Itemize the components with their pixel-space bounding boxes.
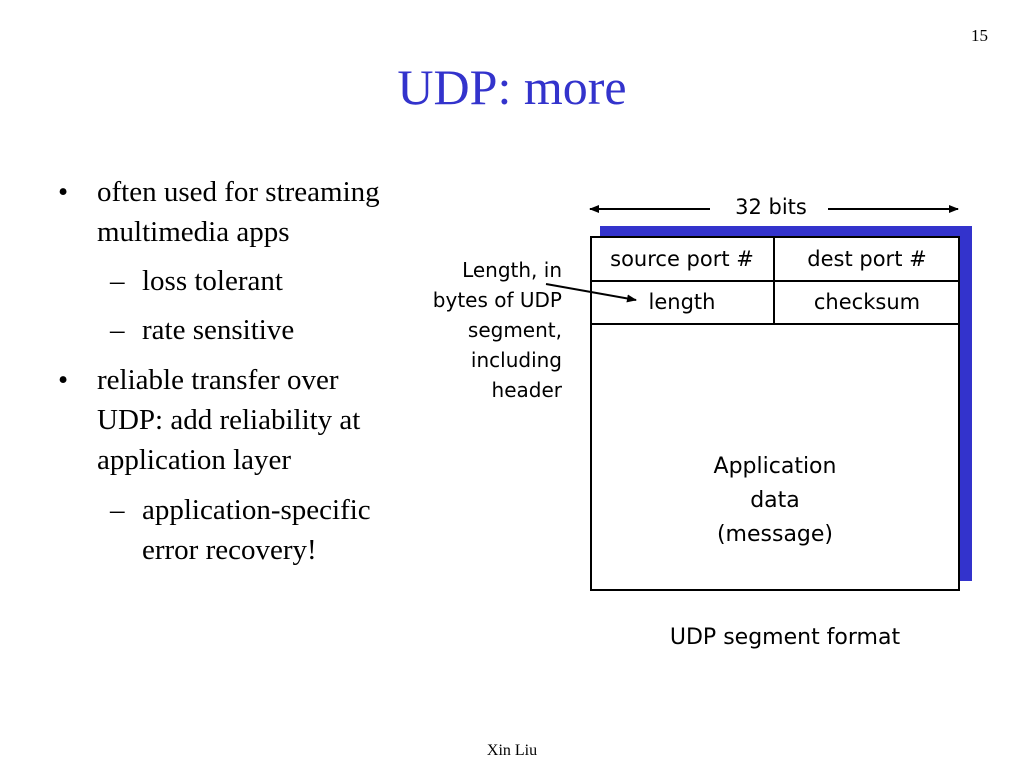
bullet-dot-icon: • [58,364,69,396]
bullet-text-line: often used for streaming [97,176,380,208]
slide-title: UDP: more [397,59,627,115]
application-data: Application data (message) [590,450,960,552]
dash-icon: – [110,314,125,346]
annotation-line: including [470,348,562,372]
annotation-line: header [491,378,562,402]
bullet-list: • often used for streaming multimedia ap… [52,172,442,570]
sub-bullet-item: – rate sensitive [52,310,442,350]
payload-line: data [750,488,800,513]
dest-port-field: dest port # [807,247,927,271]
sub-bullet-item: – application-specific error recovery! [52,490,442,570]
annotation-line: Length, in [462,258,562,282]
width-label: 32 bits [735,195,807,219]
annotation-line: segment, [467,318,562,342]
payload-line: Application [713,454,837,479]
source-port-field: source port # [610,247,754,271]
bullet-dot-icon: • [58,176,69,208]
page-number: 15 [971,26,988,45]
sub-bullet-text-line: rate sensitive [142,314,295,346]
length-annotation: Length, in bytes of UDP segment, includi… [390,255,562,405]
bullet-text-line: application layer [97,444,292,476]
sub-bullet-text-line: error recovery! [142,534,317,566]
diagram-caption: UDP segment format [669,625,901,650]
length-field: length [648,290,716,314]
bullet-item: • often used for streaming multimedia ap… [52,172,442,252]
annotation-line: bytes of UDP [432,288,562,312]
dash-icon: – [110,494,125,526]
dash-icon: – [110,265,125,297]
bullet-text-line: UDP: add reliability at [97,404,361,436]
sub-bullet-text-line: loss tolerant [142,265,283,297]
bullet-text-line: multimedia apps [97,216,290,248]
bullet-item: • reliable transfer over UDP: add reliab… [52,360,442,480]
annotation-pointer [545,283,637,303]
sub-bullet-item: – loss tolerant [52,261,442,301]
payload-line: (message) [716,522,834,547]
checksum-field: checksum [813,290,921,314]
footer-author: Xin Liu [486,742,538,759]
sub-bullet-text-line: application-specific [142,494,371,526]
bullet-text-line: reliable transfer over [97,364,339,396]
